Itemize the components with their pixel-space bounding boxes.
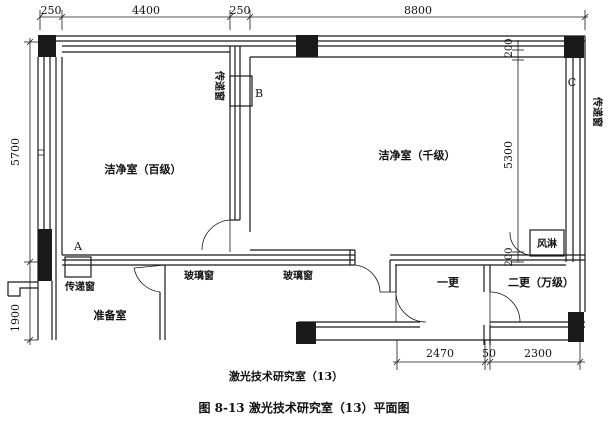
pass-window-b-box	[229, 75, 253, 107]
room-change-2: 二更（万级）	[508, 275, 574, 289]
column-bottom-right	[568, 312, 584, 342]
column-bottom-left	[296, 322, 316, 344]
column-top-right	[564, 36, 584, 58]
pass-window-a-box	[64, 256, 92, 278]
marker-c: C	[568, 76, 576, 89]
room-clean-1000: 洁净室（千级）	[379, 148, 456, 162]
column-left-lower	[38, 229, 52, 281]
air-shower-box	[529, 229, 565, 257]
dim-top-8800: 8800	[404, 4, 432, 17]
figure-caption: 图 8-13 激光技术研究室（13）平面图	[198, 400, 409, 415]
dim-bottom-2470: 2470	[426, 347, 454, 360]
room-prep: 准备室	[94, 308, 127, 322]
dim-left-1900: 1900	[9, 304, 22, 332]
column-top-left	[38, 35, 56, 57]
dim-right-200-bottom: 200	[504, 247, 515, 266]
marker-a: A	[73, 240, 83, 253]
dim-bottom-2300: 2300	[524, 347, 552, 360]
pass-window-c-label: 传递窗	[591, 96, 604, 127]
doors	[133, 219, 531, 325]
dim-right-200-top: 200	[504, 38, 515, 57]
room-clean-100: 洁净室（百级）	[105, 162, 182, 176]
dim-left-5700: 5700	[9, 138, 22, 166]
dimension-lines	[24, 10, 589, 370]
dim-top-250-a: 250	[41, 4, 62, 17]
air-shower-label: 风淋	[537, 237, 557, 250]
plan-title: 激光技术研究室（13）	[229, 369, 343, 383]
walls	[7, 35, 586, 345]
pass-window-a-label: 传递窗	[64, 280, 95, 293]
dim-right-5300: 5300	[502, 141, 515, 169]
glass-window-2: 玻璃窗	[283, 269, 313, 282]
column-top-middle	[296, 35, 318, 57]
dim-top-4400: 4400	[132, 4, 160, 17]
pass-window-b-label: 传递窗	[213, 70, 226, 101]
dim-top-250-b: 250	[230, 4, 251, 17]
dim-bottom-50: 50	[482, 347, 496, 360]
room-change-1: 一更	[437, 276, 460, 289]
glass-window-1: 玻璃窗	[184, 269, 214, 282]
marker-b: B	[255, 87, 263, 100]
